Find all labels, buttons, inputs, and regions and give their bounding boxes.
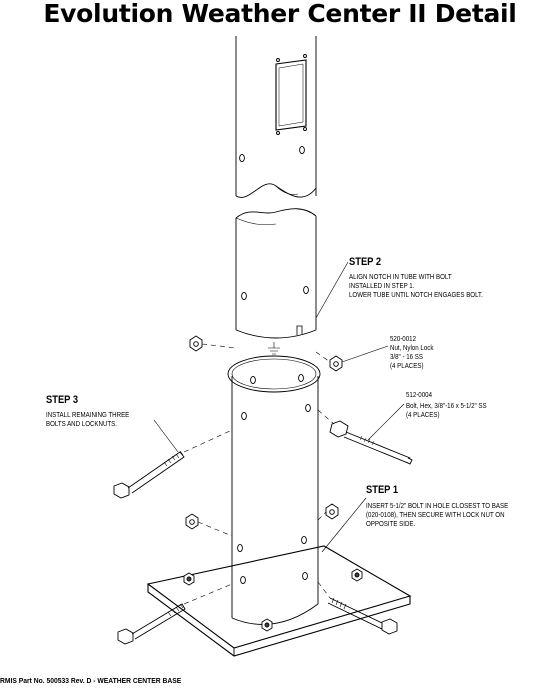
bolt-left-bottom: [117, 603, 186, 645]
step2-heading: STEP 2: [349, 256, 382, 268]
nut-left: [189, 335, 203, 352]
step1-heading: STEP 1: [366, 484, 399, 496]
step2-line-1: ALIGN NOTCH IN TUBE WITH BOLT: [349, 272, 452, 281]
step3-line-1: INSTALL REMAINING THREE: [46, 410, 130, 419]
upper-tube: [235, 36, 317, 198]
nut-right: [329, 355, 343, 372]
step2-leader: [315, 261, 349, 319]
step3-line-2: BOLTS AND LOCKNUTS.: [46, 419, 117, 428]
nut-quantity: (4 PLACES): [390, 361, 424, 370]
step2-line-3: LOWER TUBE UNTIL NOTCH ENGAGES BOLT.: [349, 290, 483, 299]
bolt-right-bottom: [327, 597, 398, 635]
upper-tube-holes: [239, 145, 305, 163]
bolt-right-middle: [329, 420, 413, 465]
bolt-left-middle: [113, 450, 185, 499]
step1-line-1: INSERT 5-1/2" BOLT IN HOLE CLOSEST TO BA…: [366, 501, 509, 510]
step1-line-3: OPPOSITE SIDE.: [366, 519, 416, 528]
base-tube: [227, 355, 321, 625]
page-title: Evolution Weather Center II Detail: [43, 0, 517, 28]
mounting-plate: [275, 54, 307, 135]
nut-description: Nut, Nylon Lock: [390, 343, 434, 352]
bolt-description: Bolt, Hex, 3/8"-16 x 5-1/2" SS: [406, 401, 487, 410]
plate-bolt-heads: [183, 568, 363, 632]
nut-lower-left: [185, 513, 199, 530]
middle-tube: [235, 208, 317, 355]
step1-leader: [321, 497, 367, 553]
step1-line-2: (020-0108), THEN SECURE WITH LOCK NUT ON: [366, 510, 505, 519]
bolt-leader: [367, 403, 405, 441]
nut-leader: [341, 345, 389, 363]
step2-line-2: INSTALLED IN STEP 1.: [349, 281, 415, 290]
alignment-lines: [183, 343, 335, 605]
bolt-quantity: (4 PLACES): [406, 410, 440, 419]
step3-leader: [153, 419, 179, 453]
nut-size: 3/8" - 16 SS: [390, 352, 423, 361]
part-number-footer: RMIS Part No. 500533 Rev. D - WEATHER CE…: [0, 676, 182, 685]
nut-lower-right: [325, 503, 339, 520]
base-plate: [146, 545, 412, 657]
step3-heading: STEP 3: [46, 394, 79, 406]
nut-part-number: 520-0012: [390, 334, 416, 343]
bolt-part-number: 512-0004: [406, 390, 432, 399]
